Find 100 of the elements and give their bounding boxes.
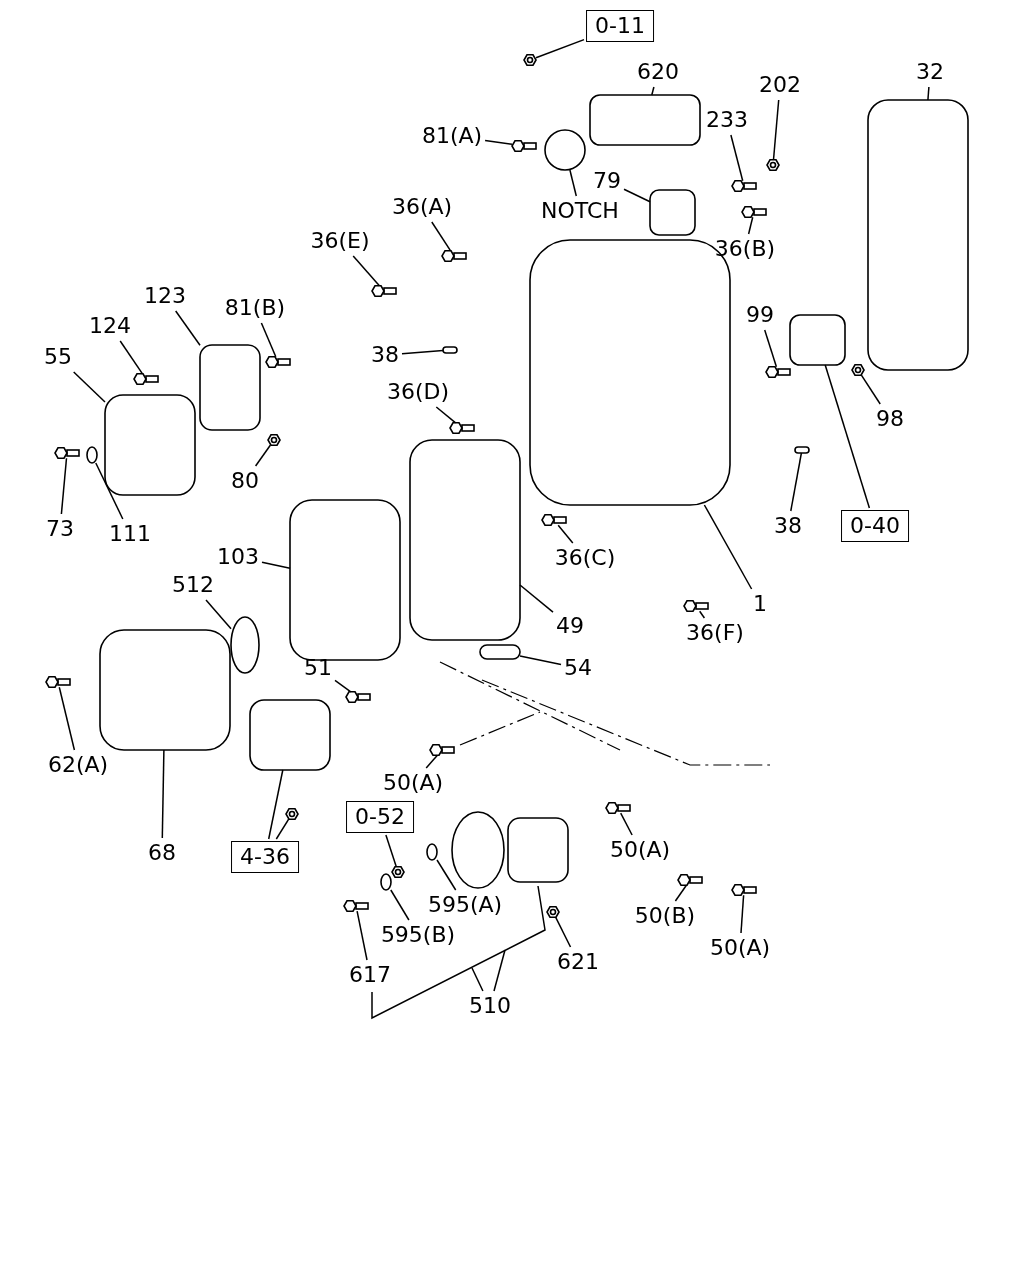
bracket-outline [99, 629, 231, 751]
bolt-icon [677, 874, 703, 886]
bolt-icon [765, 366, 791, 378]
note-text: NOTCH [540, 198, 620, 224]
bolt-icon [371, 285, 397, 297]
bolt-icon [265, 356, 291, 368]
pin-icon [794, 446, 810, 454]
nut-icon [523, 54, 537, 66]
leader-line [535, 38, 585, 59]
callout-number: 50(A) [381, 770, 445, 796]
callout-number: 202 [758, 72, 802, 98]
callout-number: 1 [752, 591, 768, 617]
callout-number: 620 [636, 59, 680, 85]
leader-line [651, 86, 655, 96]
callout-number: 36(C) [553, 545, 617, 571]
leader-line [927, 86, 930, 101]
gasket-outline [867, 99, 969, 371]
leader-line [436, 859, 457, 891]
cover-outline [409, 439, 521, 641]
leader-line [569, 169, 578, 197]
gasket-strip [479, 644, 521, 660]
bolt-icon [605, 802, 631, 814]
leader-line [557, 524, 574, 544]
pin-icon [442, 346, 458, 354]
callout-number: 50(B) [633, 903, 697, 929]
callout-number: 38 [370, 342, 400, 368]
leader-line [385, 834, 398, 868]
washer-icon [86, 446, 98, 464]
callout-number: 36(A) [390, 194, 454, 220]
bolt-icon [511, 140, 537, 152]
bolt-icon [54, 447, 80, 459]
callout-number: 233 [705, 107, 749, 133]
nut-icon [546, 906, 560, 918]
reference-box: 0-52 [346, 801, 414, 833]
ring-outline [544, 129, 586, 171]
leader-line [493, 949, 506, 992]
bolt-icon [133, 373, 159, 385]
leader-line [356, 910, 368, 961]
leader-line [860, 374, 881, 405]
callout-number: 55 [43, 344, 73, 370]
leader-line [261, 561, 291, 569]
nut-icon [391, 866, 405, 878]
callout-number: 123 [143, 283, 187, 309]
leader-line [484, 139, 513, 146]
bolt-icon [449, 422, 475, 434]
gasket-outline [199, 344, 261, 431]
leader-line [72, 371, 106, 403]
callout-number: 36(D) [385, 379, 451, 405]
leader-line [730, 134, 744, 182]
callout-number: 111 [108, 521, 152, 547]
callout-number: 510 [468, 993, 512, 1019]
bolt-icon [541, 514, 567, 526]
callout-number: 62(A) [46, 752, 110, 778]
bolt-icon [429, 744, 455, 756]
callout-number: 54 [563, 655, 593, 681]
leader-line [763, 329, 778, 368]
leader-line [703, 504, 753, 590]
leader-line [334, 679, 352, 693]
callout-number: 98 [875, 406, 905, 432]
leader-line [790, 452, 803, 512]
bolt-icon [741, 206, 767, 218]
bolt-icon [345, 691, 371, 703]
leader-line [824, 364, 871, 509]
leader-line [471, 967, 484, 992]
leader-line [174, 310, 201, 347]
callout-number: 595(B) [379, 922, 457, 948]
callout-number: 81(A) [420, 123, 484, 149]
leader-line [740, 894, 745, 934]
callout-number: 79 [592, 168, 622, 194]
cover-outline [104, 394, 196, 496]
bracket-outline [649, 189, 696, 236]
leader-line [747, 216, 754, 235]
callout-number: 99 [745, 302, 775, 328]
pump-outline [789, 314, 846, 366]
leader-line [772, 99, 780, 161]
reference-box: 0-40 [841, 510, 909, 542]
leader-line [698, 610, 706, 619]
callout-number: 50(A) [608, 837, 672, 863]
leader-line [58, 686, 76, 751]
bolt-icon [441, 250, 467, 262]
pump-outline [249, 699, 331, 771]
leader-line [390, 889, 410, 921]
cover-outline [589, 94, 701, 146]
callout-number: 32 [915, 59, 945, 85]
callout-number: 73 [45, 516, 75, 542]
callout-number: 80 [230, 468, 260, 494]
callout-number: 36(B) [713, 236, 777, 262]
callout-number: 124 [88, 313, 132, 339]
bolt-icon [731, 884, 757, 896]
callout-number: 49 [555, 613, 585, 639]
housing-outline [289, 499, 401, 661]
callout-number: 595(A) [426, 892, 504, 918]
nut-icon [851, 364, 865, 376]
leader-line [254, 444, 272, 467]
leader-line [267, 769, 284, 840]
leader-line [161, 749, 165, 839]
callout-number: 621 [556, 949, 600, 975]
callout-number: 38 [773, 513, 803, 539]
callout-number: 36(F) [685, 620, 745, 646]
callout-number: 512 [171, 572, 215, 598]
